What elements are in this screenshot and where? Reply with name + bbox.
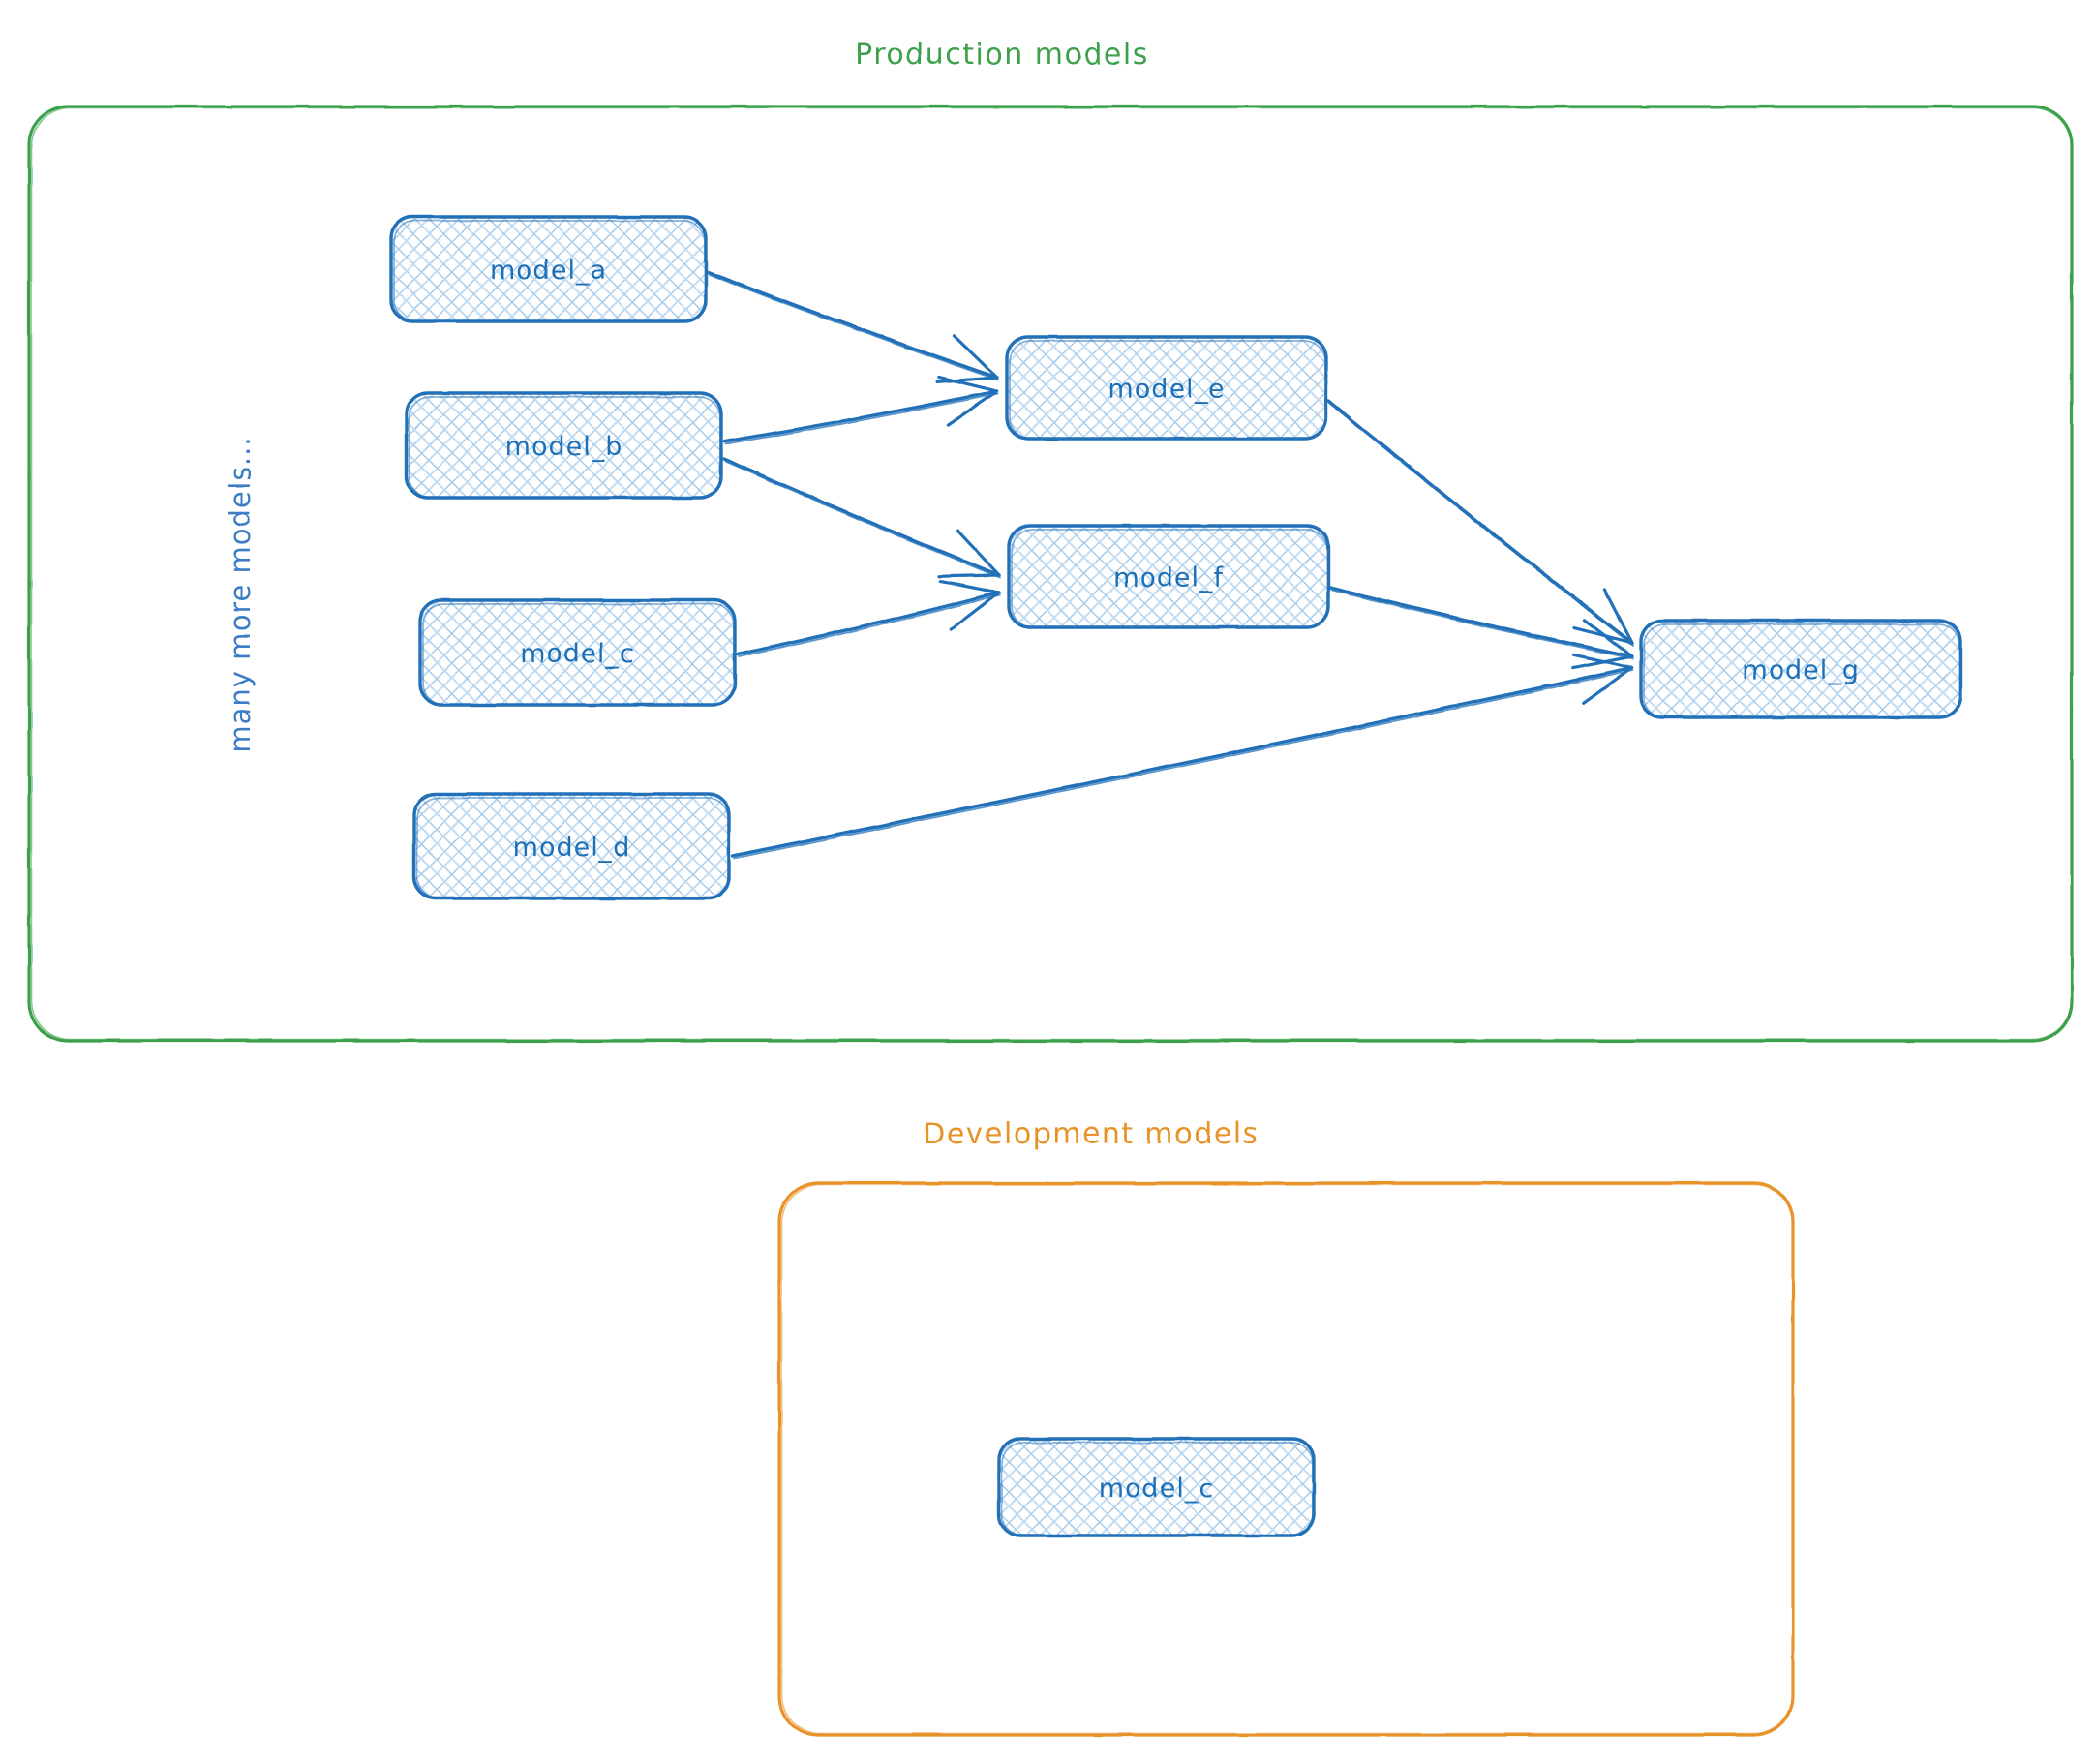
node-label-model_a: model_a xyxy=(490,256,607,286)
side-labels-layer: many more models... xyxy=(224,436,257,752)
node-label-model_d: model_d xyxy=(513,833,631,863)
node-label-model_g: model_g xyxy=(1742,655,1860,685)
node-shape-model_c xyxy=(418,598,737,707)
node-shape-model_b xyxy=(405,391,723,500)
node-label-model_b: model_b xyxy=(505,432,623,462)
node-shape-model_c_dev xyxy=(997,1437,1316,1537)
side-label-many-more-models: many more models... xyxy=(224,436,257,752)
node-shape-model_e xyxy=(1005,335,1328,441)
group-container-production xyxy=(27,105,2074,1043)
node-shape-model_f xyxy=(1007,524,1330,629)
edges-layer xyxy=(706,270,1634,860)
node-model_g[interactable]: model_g xyxy=(1639,619,1962,719)
edge-model_a-to-model_e xyxy=(706,270,999,383)
node-label-model_c_dev: model_c xyxy=(1099,1474,1214,1504)
node-model_a[interactable]: model_a xyxy=(389,215,708,323)
node-model_b[interactable]: model_b xyxy=(405,391,723,500)
group-containers xyxy=(27,105,2074,1737)
edge-model_b-to-model_e xyxy=(722,375,999,445)
node-shape-model_g xyxy=(1639,619,1962,719)
edge-model_c-to-model_f xyxy=(736,579,1001,658)
edge-model_d-to-model_g xyxy=(731,654,1634,860)
group-title-development: Development models xyxy=(923,1117,1260,1151)
node-model_c_dev[interactable]: model_c xyxy=(997,1437,1316,1537)
node-model_e[interactable]: model_e xyxy=(1005,335,1328,441)
edge-model_e-to-model_g xyxy=(1326,399,1634,647)
nodes-layer: model_a model_b model_c model_d model_emodel… xyxy=(389,215,1962,1537)
edge-model_f-to-model_g xyxy=(1328,586,1634,670)
edge-model_b-to-model_f xyxy=(722,457,1001,579)
node-model_f[interactable]: model_f xyxy=(1007,524,1330,629)
node-model_d[interactable]: model_d xyxy=(412,792,731,900)
node-model_c[interactable]: model_c xyxy=(418,598,737,707)
node-shape-model_a xyxy=(389,215,708,323)
node-label-model_e: model_e xyxy=(1108,375,1225,405)
group-title-production: Production models xyxy=(855,38,1149,72)
node-label-model_f: model_f xyxy=(1113,563,1225,593)
node-shape-model_d xyxy=(412,792,731,900)
group-container-development xyxy=(777,1181,1795,1737)
node-label-model_c: model_c xyxy=(520,639,635,669)
